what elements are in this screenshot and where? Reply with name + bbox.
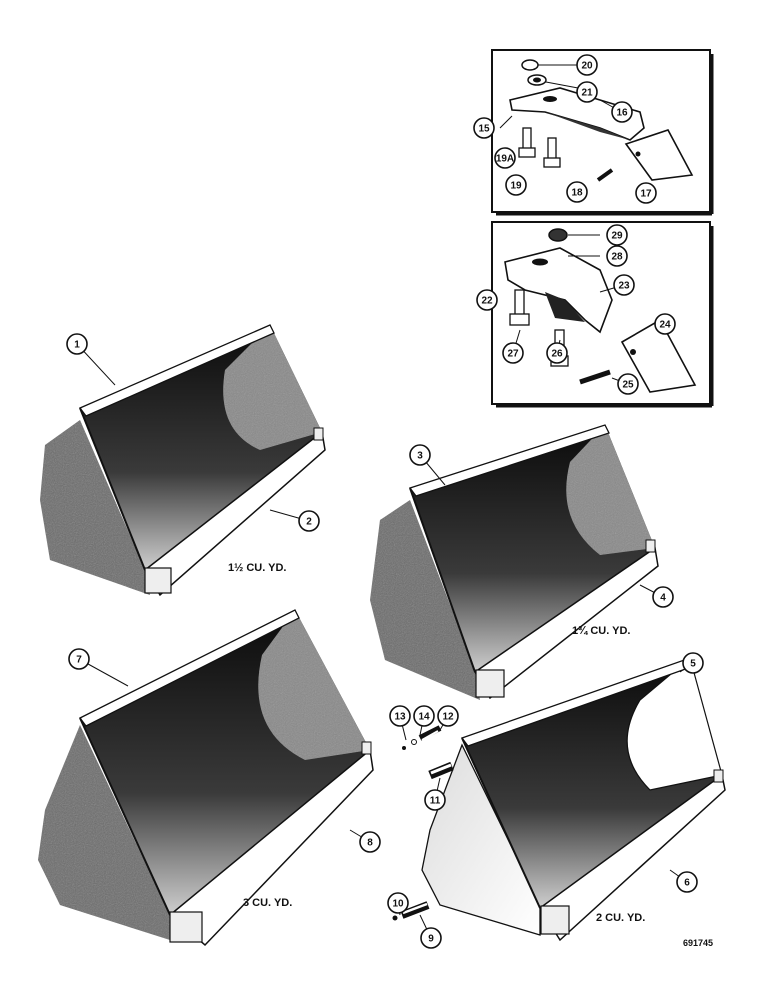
callout-label: 3	[417, 451, 423, 462]
bucket-3-cu-yd	[38, 609, 374, 947]
callout-label: 15	[478, 124, 490, 135]
caption-2-cu-yd: 2 CU. YD.	[596, 912, 645, 924]
callout-3: 3	[409, 444, 446, 486]
callout-11: 11	[424, 777, 446, 811]
callout-19a: 19A	[494, 147, 516, 169]
callout-10: 10	[387, 892, 409, 916]
callout-label: 19A	[496, 154, 514, 165]
tooth-inset-lower	[491, 221, 714, 408]
callout-label: 28	[611, 252, 623, 263]
callout-26: 26	[546, 339, 568, 364]
callout-25: 25	[611, 373, 639, 395]
callout-24: 24	[654, 313, 676, 335]
callout-label: 20	[581, 61, 593, 72]
callout-15: 15	[473, 117, 495, 139]
small-parts	[392, 725, 454, 921]
callout-label: 21	[581, 88, 593, 99]
callout-7: 7	[68, 648, 129, 687]
callout-label: 19	[510, 181, 522, 192]
callout-9: 9	[419, 914, 442, 949]
callout-5: 5	[679, 652, 704, 674]
callout-8: 8	[349, 829, 381, 853]
callout-4: 4	[639, 584, 674, 608]
callout-label: 16	[616, 108, 628, 119]
callout-19: 19	[505, 174, 527, 196]
caption-1-75-cu-yd: 1¾ CU. YD.	[572, 625, 631, 637]
callout-6: 6	[669, 869, 698, 893]
callout-label: 10	[392, 899, 404, 910]
callout-label: 8	[367, 838, 373, 849]
callout-label: 24	[659, 320, 671, 331]
callout-label: 14	[418, 712, 430, 723]
callout-label: 22	[481, 296, 493, 307]
callout-label: 18	[571, 188, 583, 199]
callout-21: 21	[576, 81, 598, 103]
callout-29: 29	[606, 224, 628, 246]
callout-28: 28	[606, 245, 628, 267]
callout-label: 29	[611, 231, 623, 242]
callout-label: 4	[660, 593, 666, 604]
tooth-inset-upper	[491, 49, 714, 216]
callout-14: 14	[413, 705, 435, 736]
callout-label: 7	[76, 655, 82, 666]
callout-20: 20	[576, 54, 598, 76]
callout-12: 12	[437, 705, 459, 731]
callout-label: 1	[74, 340, 80, 351]
callout-label: 2	[306, 517, 312, 528]
callout-label: 17	[640, 189, 652, 200]
callout-2: 2	[269, 509, 320, 532]
callout-1: 1	[66, 333, 116, 386]
caption-1-5-cu-yd: 1½ CU. YD.	[228, 562, 287, 574]
callout-label: 23	[618, 281, 630, 292]
callout-label: 12	[442, 712, 454, 723]
callout-label: 6	[684, 878, 690, 889]
callout-27: 27	[502, 329, 524, 364]
caption-3-cu-yd: 3 CU. YD.	[243, 897, 292, 909]
callout-17: 17	[635, 182, 657, 204]
callout-label: 5	[690, 659, 696, 670]
callout-23: 23	[599, 274, 635, 296]
drawing-number: 691745	[683, 938, 713, 948]
callout-label: 25	[622, 380, 634, 391]
callout-16: 16	[611, 101, 633, 123]
bucket-1-5-cu-yd	[40, 324, 326, 597]
callout-label: 11	[430, 796, 441, 807]
callout-22: 22	[476, 289, 498, 311]
callout-18: 18	[566, 181, 588, 203]
callout-label: 26	[551, 349, 563, 360]
callout-13: 13	[389, 705, 411, 741]
bucket-1-75-cu-yd	[370, 424, 659, 700]
callout-label: 13	[394, 712, 406, 723]
callout-label: 9	[428, 934, 434, 945]
callout-label: 27	[507, 349, 519, 360]
bucket-2-cu-yd	[421, 656, 726, 942]
